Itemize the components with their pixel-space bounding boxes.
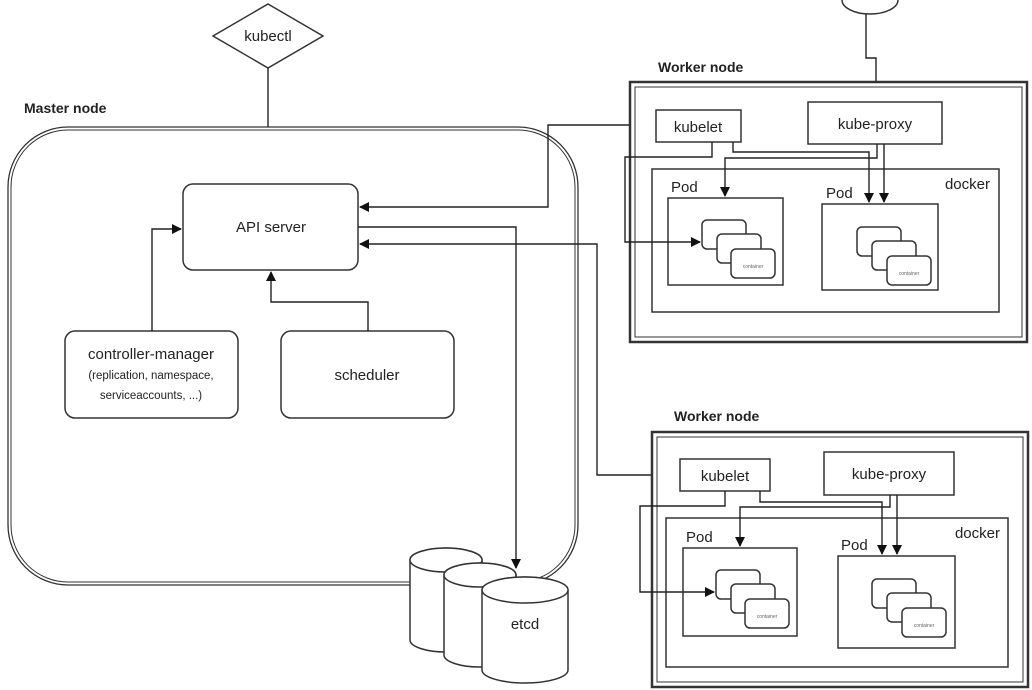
kubelet-label: kubelet — [701, 468, 750, 485]
scheduler-box: scheduler — [280, 330, 455, 419]
container-label: container — [743, 264, 764, 270]
container-stack: container — [871, 578, 947, 638]
api-server-label: API server — [236, 219, 306, 236]
external-to-proxy-arrow — [865, 14, 881, 102]
master-node-title: Master node — [24, 100, 107, 116]
kube-proxy-label: kube-proxy — [838, 116, 913, 133]
container-label: container — [899, 271, 920, 277]
controller-manager-label: controller-manager — [88, 346, 214, 363]
worker-node-title: Worker node — [658, 59, 744, 75]
etcd-cylinders: etcd — [409, 547, 569, 684]
container-stack: container — [715, 569, 790, 629]
etcd-label: etcd — [511, 616, 539, 633]
pod-box: Pod container — [837, 537, 956, 649]
controller-to-api-arrow — [151, 224, 182, 331]
container-stack: container — [701, 219, 776, 279]
kube-proxy-label: kube-proxy — [852, 466, 927, 483]
kubelet-label: kubelet — [674, 119, 723, 136]
kubelet-box: kubelet — [655, 109, 742, 143]
proxy-to-pod-arrow — [720, 144, 878, 197]
pod-label: Pod — [686, 529, 713, 546]
kube-proxy-box: kube-proxy — [823, 451, 955, 496]
container-stack: container — [856, 226, 932, 286]
worker-node-title: Worker node — [674, 408, 760, 424]
proxy-to-pod-arrow — [735, 495, 891, 547]
api-server-box: API server — [182, 183, 359, 271]
kube-proxy-box: kube-proxy — [807, 101, 943, 145]
pod-label: Pod — [826, 185, 853, 202]
api-kubelet-2-arrow — [359, 239, 679, 480]
controller-manager-detail: serviceaccounts, ...) — [100, 390, 202, 402]
kubelet-to-container-arrow — [639, 491, 726, 597]
kubectl-node: kubectl — [211, 3, 325, 69]
container-label: container — [757, 614, 778, 620]
kubelet-to-container-arrow — [624, 142, 713, 247]
docker-label: docker — [955, 525, 1000, 542]
external-client-circle — [841, 0, 899, 15]
pod-label: Pod — [841, 537, 868, 554]
container-label: container — [914, 623, 935, 629]
scheduler-label: scheduler — [334, 367, 399, 384]
kubelet-to-pod-arrow — [759, 491, 887, 555]
pod-box: Pod container — [821, 185, 939, 291]
kubectl-label: kubectl — [244, 28, 292, 45]
kubelet-to-pod-arrow — [732, 142, 874, 203]
docker-label: docker — [945, 176, 990, 193]
controller-manager-detail: (replication, namespace, — [88, 370, 213, 382]
controller-manager-box: controller-manager (replication, namespa… — [64, 330, 239, 419]
api-kubelet-1-arrow — [359, 120, 655, 212]
kubelet-box: kubelet — [679, 458, 771, 492]
pod-label: Pod — [671, 179, 698, 196]
